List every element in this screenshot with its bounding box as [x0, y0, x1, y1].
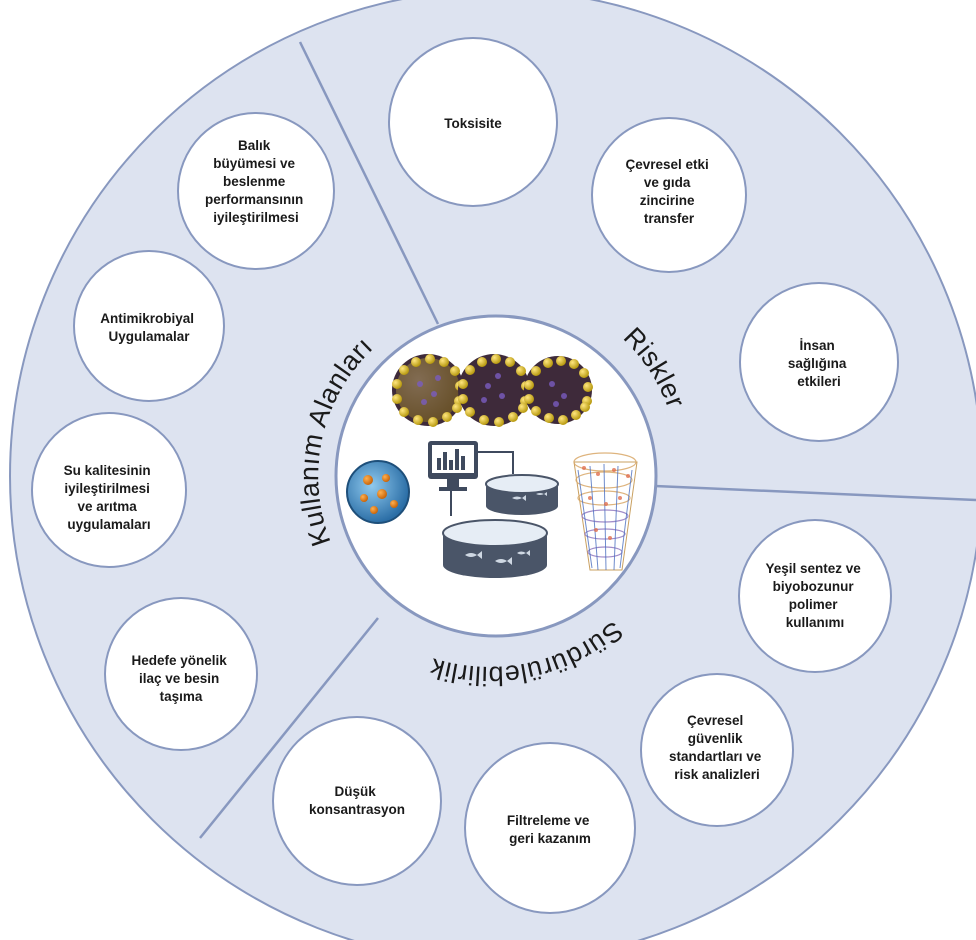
bubble-circle	[591, 117, 747, 273]
bubble-circle	[640, 673, 794, 827]
nanoparticle-sphere-icon	[524, 356, 593, 425]
bubble-circle	[388, 37, 558, 207]
fish-tank-icon	[442, 519, 548, 578]
bubble-filtreleme: Filtreleme ve geri kazanım	[464, 742, 636, 914]
bubble-label: İnsan sağlığına etkileri	[788, 338, 850, 389]
bubble-dusuk: Düşük konsantrasyon	[272, 716, 442, 886]
bubble-label: Çevresel güvenlik standartları ve risk a…	[669, 713, 765, 782]
bubble-yesil: Yeşil sentez ve biyobozunur polimer kull…	[738, 519, 892, 673]
nanoparticle-sphere-icon	[458, 354, 531, 427]
bubble-circle	[73, 250, 225, 402]
divider-riskler-surdur	[654, 484, 976, 502]
sector-dividers	[199, 41, 976, 839]
bubble-toksisite: Toksisite	[388, 37, 558, 207]
center-illustration	[346, 354, 638, 578]
bubble-circle	[464, 742, 636, 914]
bubble-circle	[272, 716, 442, 886]
bubble-label: Toksisite	[444, 116, 502, 131]
monitor-chart-icon	[428, 441, 514, 516]
bubble-cevresel-etki: Çevresel etki ve gıda zincirine transfer	[591, 117, 747, 273]
nanocapsule-icon	[346, 460, 410, 524]
bubble-circle	[177, 112, 335, 270]
nanotube-icon	[573, 452, 638, 571]
bubble-su-kalitesi: Su kalitesinin iyileştirilmesi ve arıtma…	[31, 412, 187, 568]
bubble-label: Düşük konsantrasyon	[309, 784, 405, 817]
bubble-label: Yeşil sentez ve biyobozunur polimer kull…	[765, 561, 864, 630]
bubble-label: Filtreleme ve geri kazanım	[507, 813, 593, 846]
bubble-circle	[31, 412, 187, 568]
bubble-circle	[104, 597, 258, 751]
bubble-circle	[739, 282, 899, 442]
bubble-hedefe: Hedefe yönelik ilaç ve besin taşıma	[104, 597, 258, 751]
nanoparticle-sphere-icon	[392, 354, 465, 427]
bubble-insan: İnsan sağlığına etkileri	[739, 282, 899, 442]
bubble-label: Hedefe yönelik ilaç ve besin taşıma	[131, 653, 230, 704]
bubble-label: Balık büyümesi ve beslenme performansını…	[205, 138, 307, 225]
divider-kullanim-riskler	[298, 41, 440, 325]
bubble-label: Antimikrobiyal Uygulamalar	[100, 311, 198, 344]
divider-surdur-kullanim	[199, 617, 379, 839]
bubble-cevresel-guvenlik: Çevresel güvenlik standartları ve risk a…	[640, 673, 794, 827]
bubble-label: Su kalitesinin iyileştirilmesi ve arıtma…	[64, 463, 155, 532]
fish-tank-icon	[485, 474, 559, 515]
bubble-label: Çevresel etki ve gıda zincirine transfer	[625, 157, 712, 226]
bubble-antimikrobiyal: Antimikrobiyal Uygulamalar	[73, 250, 225, 402]
bubble-balik: Balık büyümesi ve beslenme performansını…	[177, 112, 335, 270]
bubble-circle	[738, 519, 892, 673]
